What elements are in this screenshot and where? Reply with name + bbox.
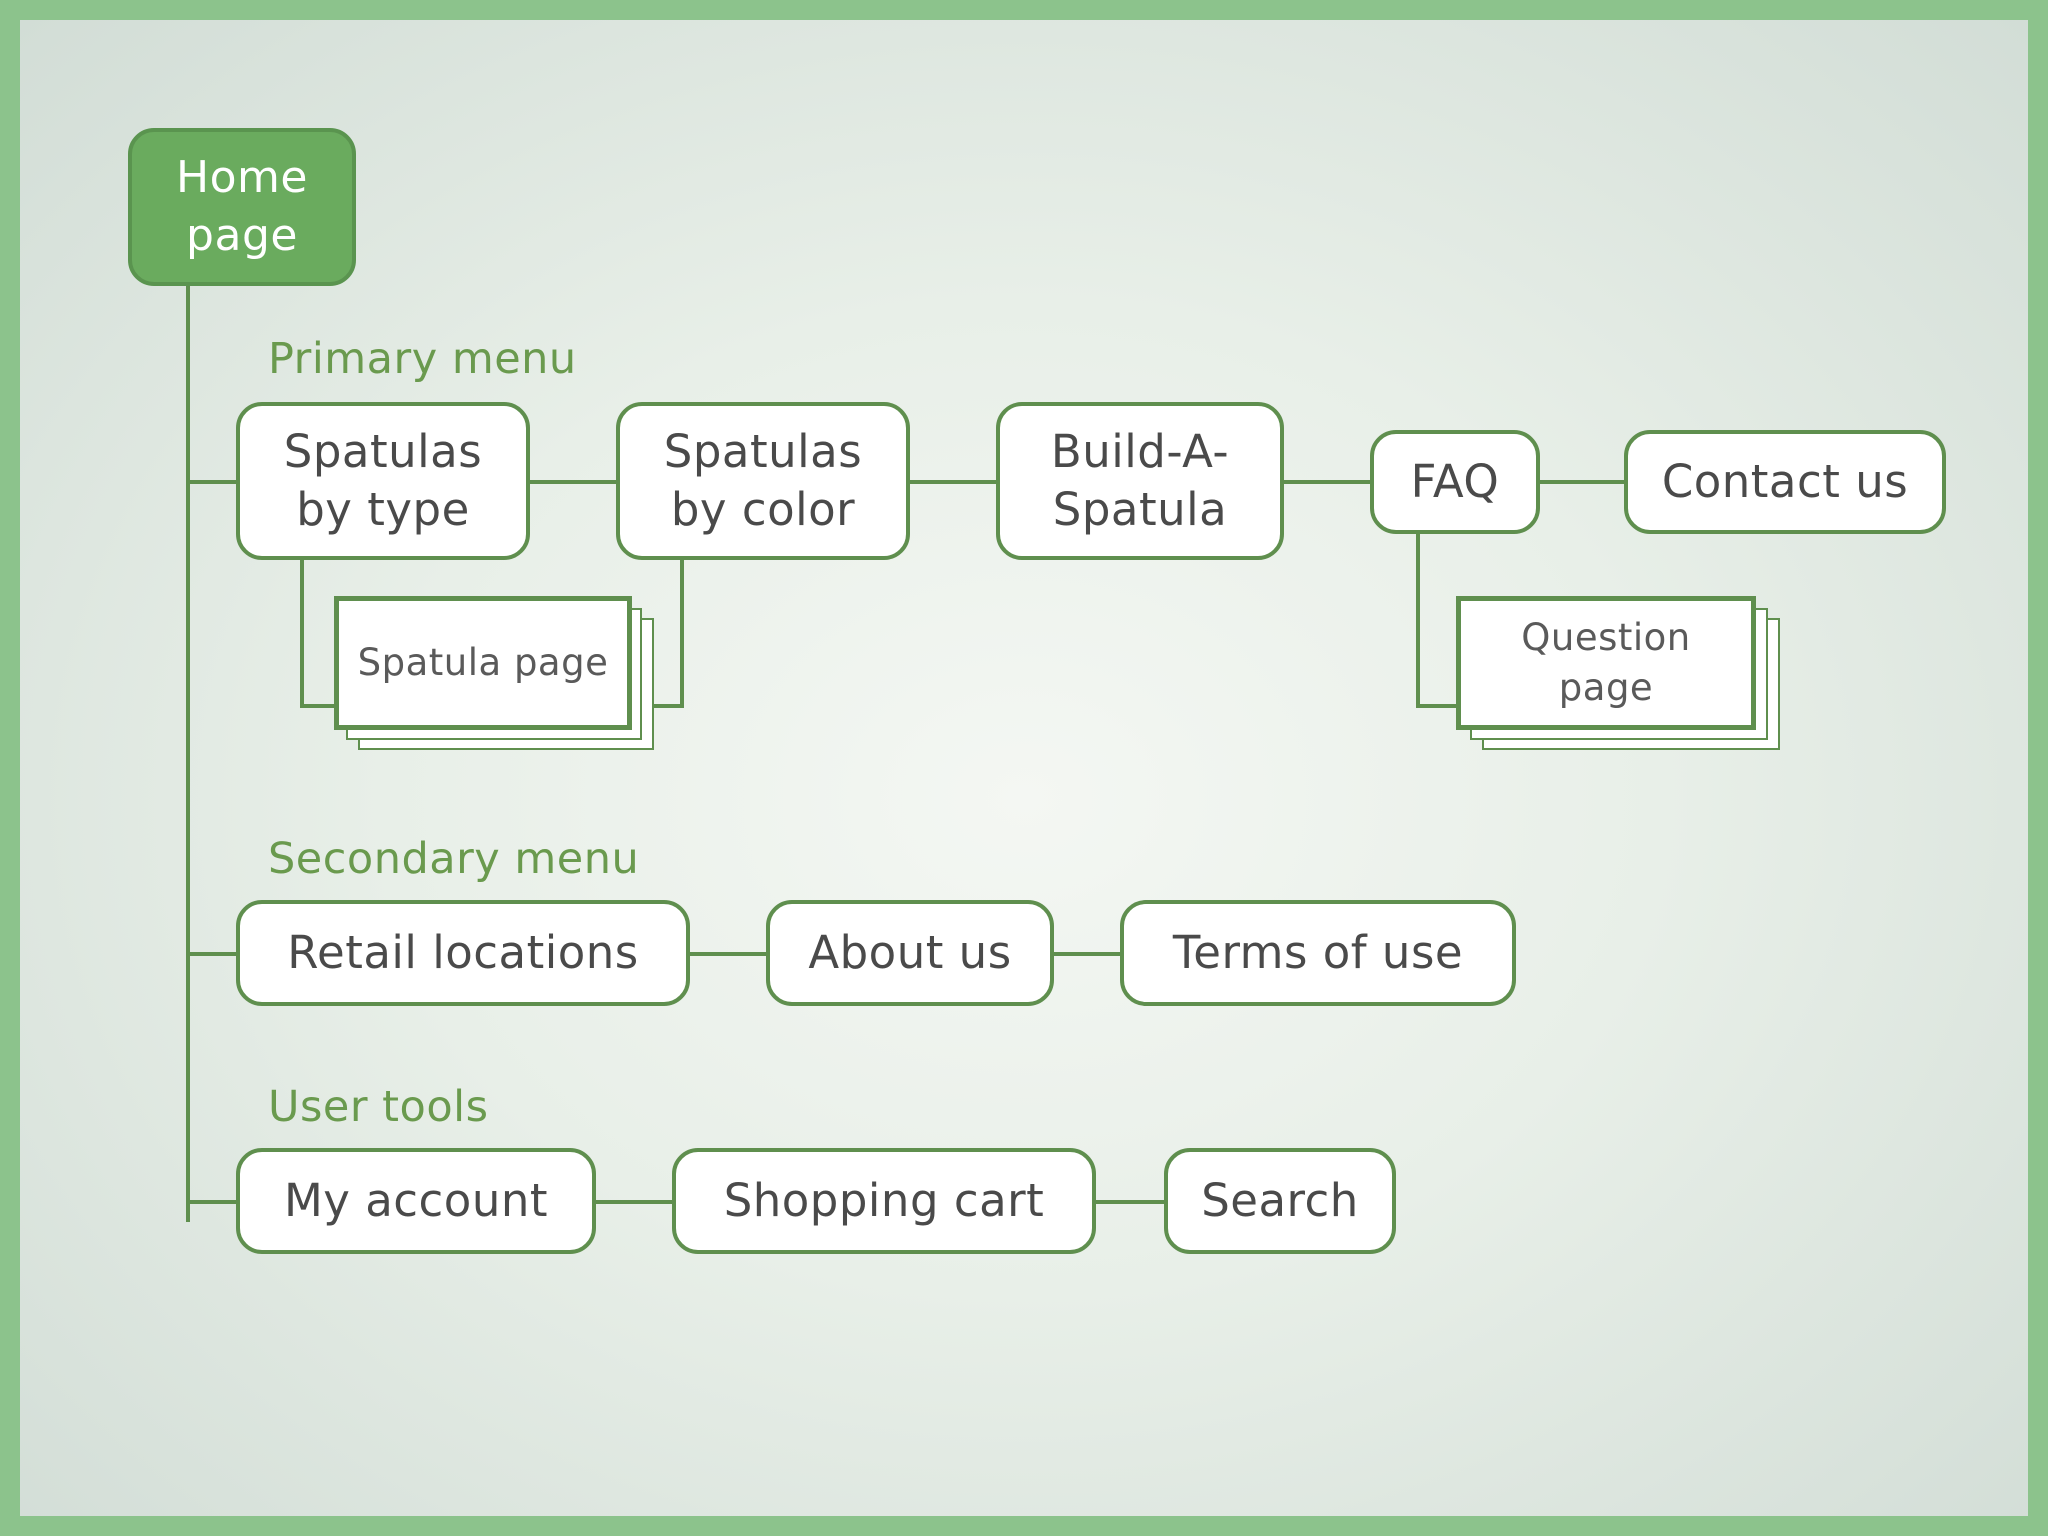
question-page-node: Question page bbox=[1456, 596, 1756, 730]
terms-of-use-node: Terms of use bbox=[1120, 900, 1516, 1006]
spatulas-by-color-node: Spatulas by color bbox=[616, 402, 910, 560]
shopping-cart-node: Shopping cart bbox=[672, 1148, 1096, 1254]
user-tools-heading: User tools bbox=[268, 1082, 489, 1132]
secondary-branch-connector bbox=[186, 952, 236, 956]
about-us-node: About us bbox=[766, 900, 1054, 1006]
question-page-connector bbox=[1416, 704, 1476, 708]
spatula-page-connector bbox=[644, 704, 684, 708]
my-account-node: My account bbox=[236, 1148, 596, 1254]
home-page-node: Home page bbox=[128, 128, 356, 286]
build-a-spatula-node: Build-A- Spatula bbox=[996, 402, 1284, 560]
spatula-page-connector bbox=[680, 558, 684, 708]
user-tools-link-connector bbox=[1092, 1200, 1182, 1204]
spatulas-by-type-node: Spatulas by type bbox=[236, 402, 530, 560]
trunk-connector bbox=[186, 284, 190, 1222]
contact-us-node: Contact us bbox=[1624, 430, 1946, 534]
spatula-page-connector bbox=[300, 704, 356, 708]
question-page-connector bbox=[1416, 530, 1420, 708]
faq-node: FAQ bbox=[1370, 430, 1540, 534]
secondary-link-connector bbox=[688, 952, 778, 956]
search-node: Search bbox=[1164, 1148, 1396, 1254]
secondary-menu-heading: Secondary menu bbox=[268, 834, 640, 884]
user-tools-link-connector bbox=[594, 1200, 684, 1204]
spatula-page-connector bbox=[300, 558, 304, 708]
primary-menu-heading: Primary menu bbox=[268, 334, 577, 384]
user-tools-branch-connector bbox=[186, 1200, 236, 1204]
spatula-page-node: Spatula page bbox=[334, 596, 632, 730]
primary-link-connector bbox=[528, 480, 618, 484]
retail-locations-node: Retail locations bbox=[236, 900, 690, 1006]
secondary-link-connector bbox=[1050, 952, 1140, 956]
primary-link-connector bbox=[1282, 480, 1372, 484]
sitemap-diagram: Home page Primary menu Spatulas by type … bbox=[20, 20, 2028, 1516]
primary-link-connector bbox=[1538, 480, 1628, 484]
primary-link-connector bbox=[908, 480, 998, 484]
primary-branch-connector bbox=[186, 480, 236, 484]
